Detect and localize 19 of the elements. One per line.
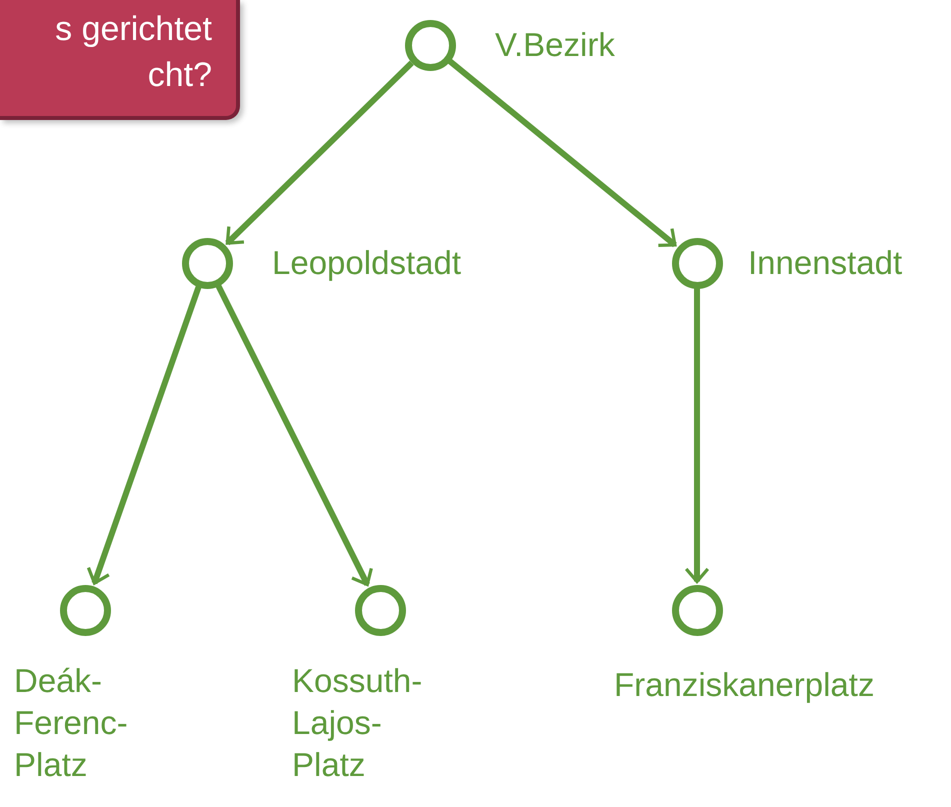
question-box (0, 0, 240, 120)
arrow (448, 58, 677, 248)
arrow (216, 284, 373, 586)
graph-node (354, 584, 406, 636)
arrow (684, 288, 710, 584)
node-label: Deák-Ferenc-Platz (14, 661, 129, 785)
arrow (225, 60, 414, 246)
arrow (86, 286, 202, 585)
node-label: Kossuth-Lajos-Platz (292, 661, 424, 785)
graph-node (672, 238, 722, 288)
node-label: Franziskanerplatz (614, 665, 874, 705)
node-label: Innenstadt (748, 243, 902, 283)
graph-node (672, 584, 722, 636)
graph-node (60, 584, 110, 636)
question-text: s gerichtet cht? (54, 9, 212, 96)
node-label: Leopoldstadt (272, 243, 461, 283)
node-label: V.Bezirk (495, 25, 615, 65)
graph-node (404, 20, 456, 70)
graph-node (182, 238, 232, 288)
